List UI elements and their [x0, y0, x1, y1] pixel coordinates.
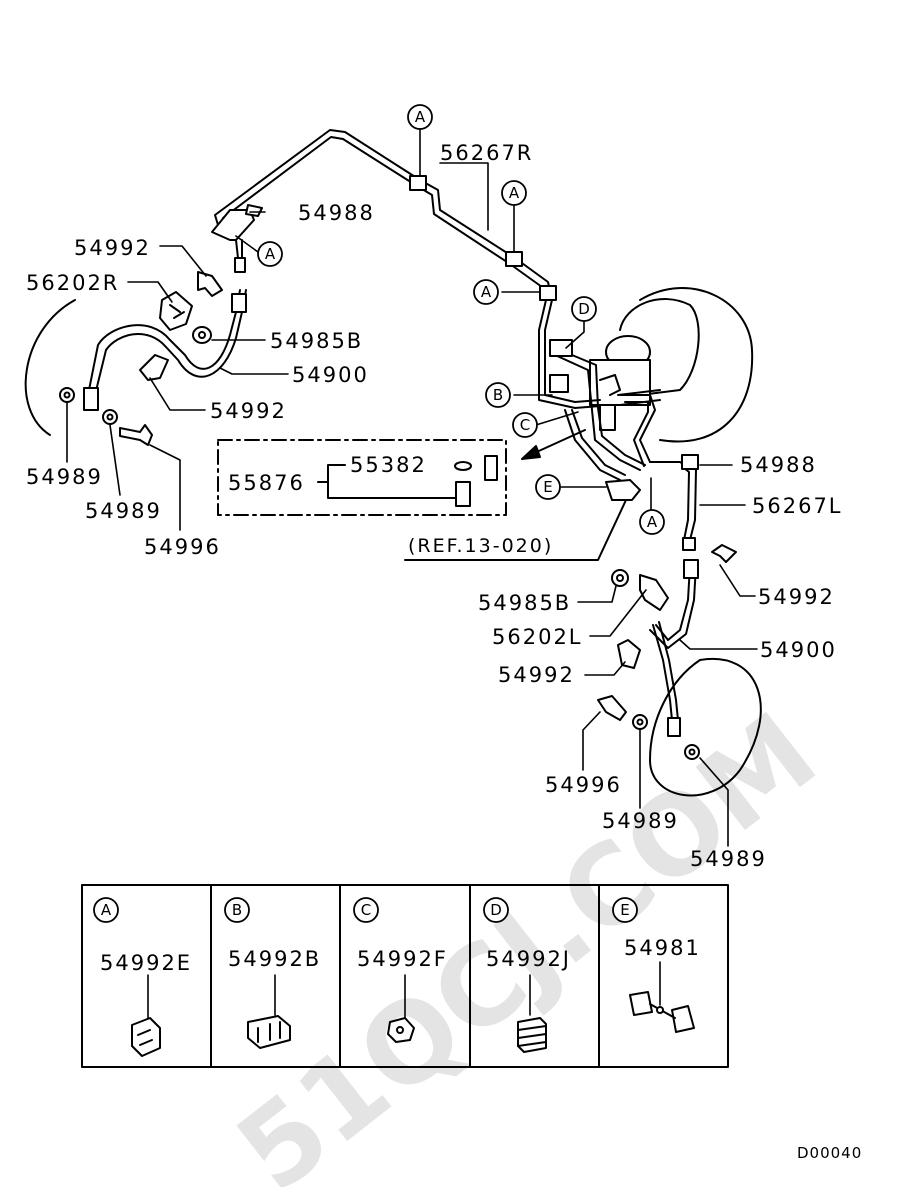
clip-icon-54992J — [517, 1017, 547, 1053]
bracket-54988-left — [211, 204, 263, 273]
washer-54985B-right — [611, 569, 629, 587]
callout-letters: A A A A D B C E A — [265, 108, 658, 531]
legend-letter-a: A — [101, 901, 112, 919]
legend-part-b: 54992B — [228, 947, 321, 971]
label-54996-right: 54996 — [545, 773, 622, 797]
callout-d: D — [578, 300, 590, 318]
washer-54985B-left — [192, 326, 212, 344]
washer-54989-left-a — [59, 387, 75, 403]
callout-a3: A — [265, 245, 276, 263]
clip-54992-lower-left — [139, 354, 169, 381]
clip-54992-upper-left — [197, 271, 223, 297]
label-54989-a: 54989 — [26, 465, 103, 489]
legend-part-d: 54992J — [486, 947, 571, 971]
leader-lines — [66, 127, 758, 847]
hose-54900-left — [83, 289, 247, 411]
brake-tube-56267L — [681, 454, 699, 551]
clip-icon-54981 — [629, 991, 695, 1033]
label-54988-top: 54988 — [298, 201, 375, 225]
view-arrow — [529, 429, 586, 456]
label-56202L: 56202L — [492, 625, 583, 649]
clip-54992-mid-right — [617, 639, 641, 669]
clip-icon-54992B — [247, 1015, 291, 1049]
diagram-code: D00040 — [797, 1144, 862, 1162]
label-54985B-right: 54985B — [478, 591, 571, 615]
clip-icon-54992E — [131, 1017, 161, 1057]
legend-letter-e: E — [620, 901, 629, 919]
bracket-55876 — [317, 464, 457, 499]
callout-a1: A — [415, 108, 426, 126]
label-55876: 55876 — [228, 471, 305, 495]
label-56202R: 56202R — [26, 271, 119, 295]
callout-b: B — [493, 386, 503, 404]
washer-54989-right-a — [632, 714, 648, 730]
legend-leaders — [147, 961, 661, 1021]
ref-leader — [404, 499, 627, 561]
bracket-B-area — [549, 339, 573, 393]
wheel-oval-right — [649, 657, 762, 797]
label-54992-right: 54992 — [758, 585, 835, 609]
label-54996-left: 54996 — [144, 535, 221, 559]
legend-part-e: 54981 — [624, 936, 701, 960]
inset-box-55876 — [217, 439, 507, 516]
label-54992-mid: 54992 — [498, 663, 575, 687]
label-56267L: 56267L — [752, 494, 843, 518]
clip-icon-54992F — [387, 1017, 415, 1043]
label-54992-left: 54992 — [210, 399, 287, 423]
brake-tube-56267R — [214, 129, 557, 351]
washer-54989-left-b — [102, 409, 118, 425]
legend-letter-c: C — [361, 901, 371, 919]
bolt-54996-left — [119, 424, 153, 446]
label-54985B-left: 54985B — [270, 329, 363, 353]
legend-table — [81, 884, 729, 1068]
label-54900-left: 54900 — [292, 363, 369, 387]
legend-part-a: 54992E — [100, 951, 192, 975]
legend-circles — [93, 897, 638, 923]
label-55382: 55382 — [350, 453, 427, 477]
callout-a5: A — [647, 513, 658, 531]
view-arrowhead — [521, 445, 541, 460]
label-54989-c: 54989 — [602, 809, 679, 833]
brake-booster — [589, 287, 754, 443]
valve-parts-55382 — [454, 455, 498, 507]
callout-a2: A — [509, 184, 520, 202]
callout-circles — [257, 104, 665, 535]
clip-54992-upper-right — [711, 544, 737, 563]
label-56267R: 56267R — [440, 141, 533, 165]
master-cylinder-tubes — [538, 349, 691, 481]
callout-a4: A — [481, 283, 492, 301]
label-54992-top: 54992 — [74, 236, 151, 260]
bracket-56202R — [159, 291, 193, 331]
legend-part-c: 54992F — [357, 947, 448, 971]
hose-54900-right — [649, 559, 699, 737]
bracket-56202L — [639, 574, 669, 611]
label-54989-d: 54989 — [690, 847, 767, 871]
label-54988-right: 54988 — [740, 453, 817, 477]
watermark: 51QCJ.COM — [214, 689, 839, 1187]
bolt-54996-right — [597, 695, 627, 721]
washer-54989-right-b — [684, 744, 700, 760]
label-ref: (REF.13-020) — [408, 535, 553, 557]
callout-e: E — [543, 478, 552, 496]
label-54900-right: 54900 — [760, 638, 837, 662]
legend-letter-d: D — [490, 901, 502, 919]
callout-c: C — [520, 416, 530, 434]
wheel-arc-left — [24, 299, 76, 436]
bracket-E-area — [605, 479, 641, 501]
label-54989-b: 54989 — [85, 499, 162, 523]
legend-letter-b: B — [232, 901, 242, 919]
